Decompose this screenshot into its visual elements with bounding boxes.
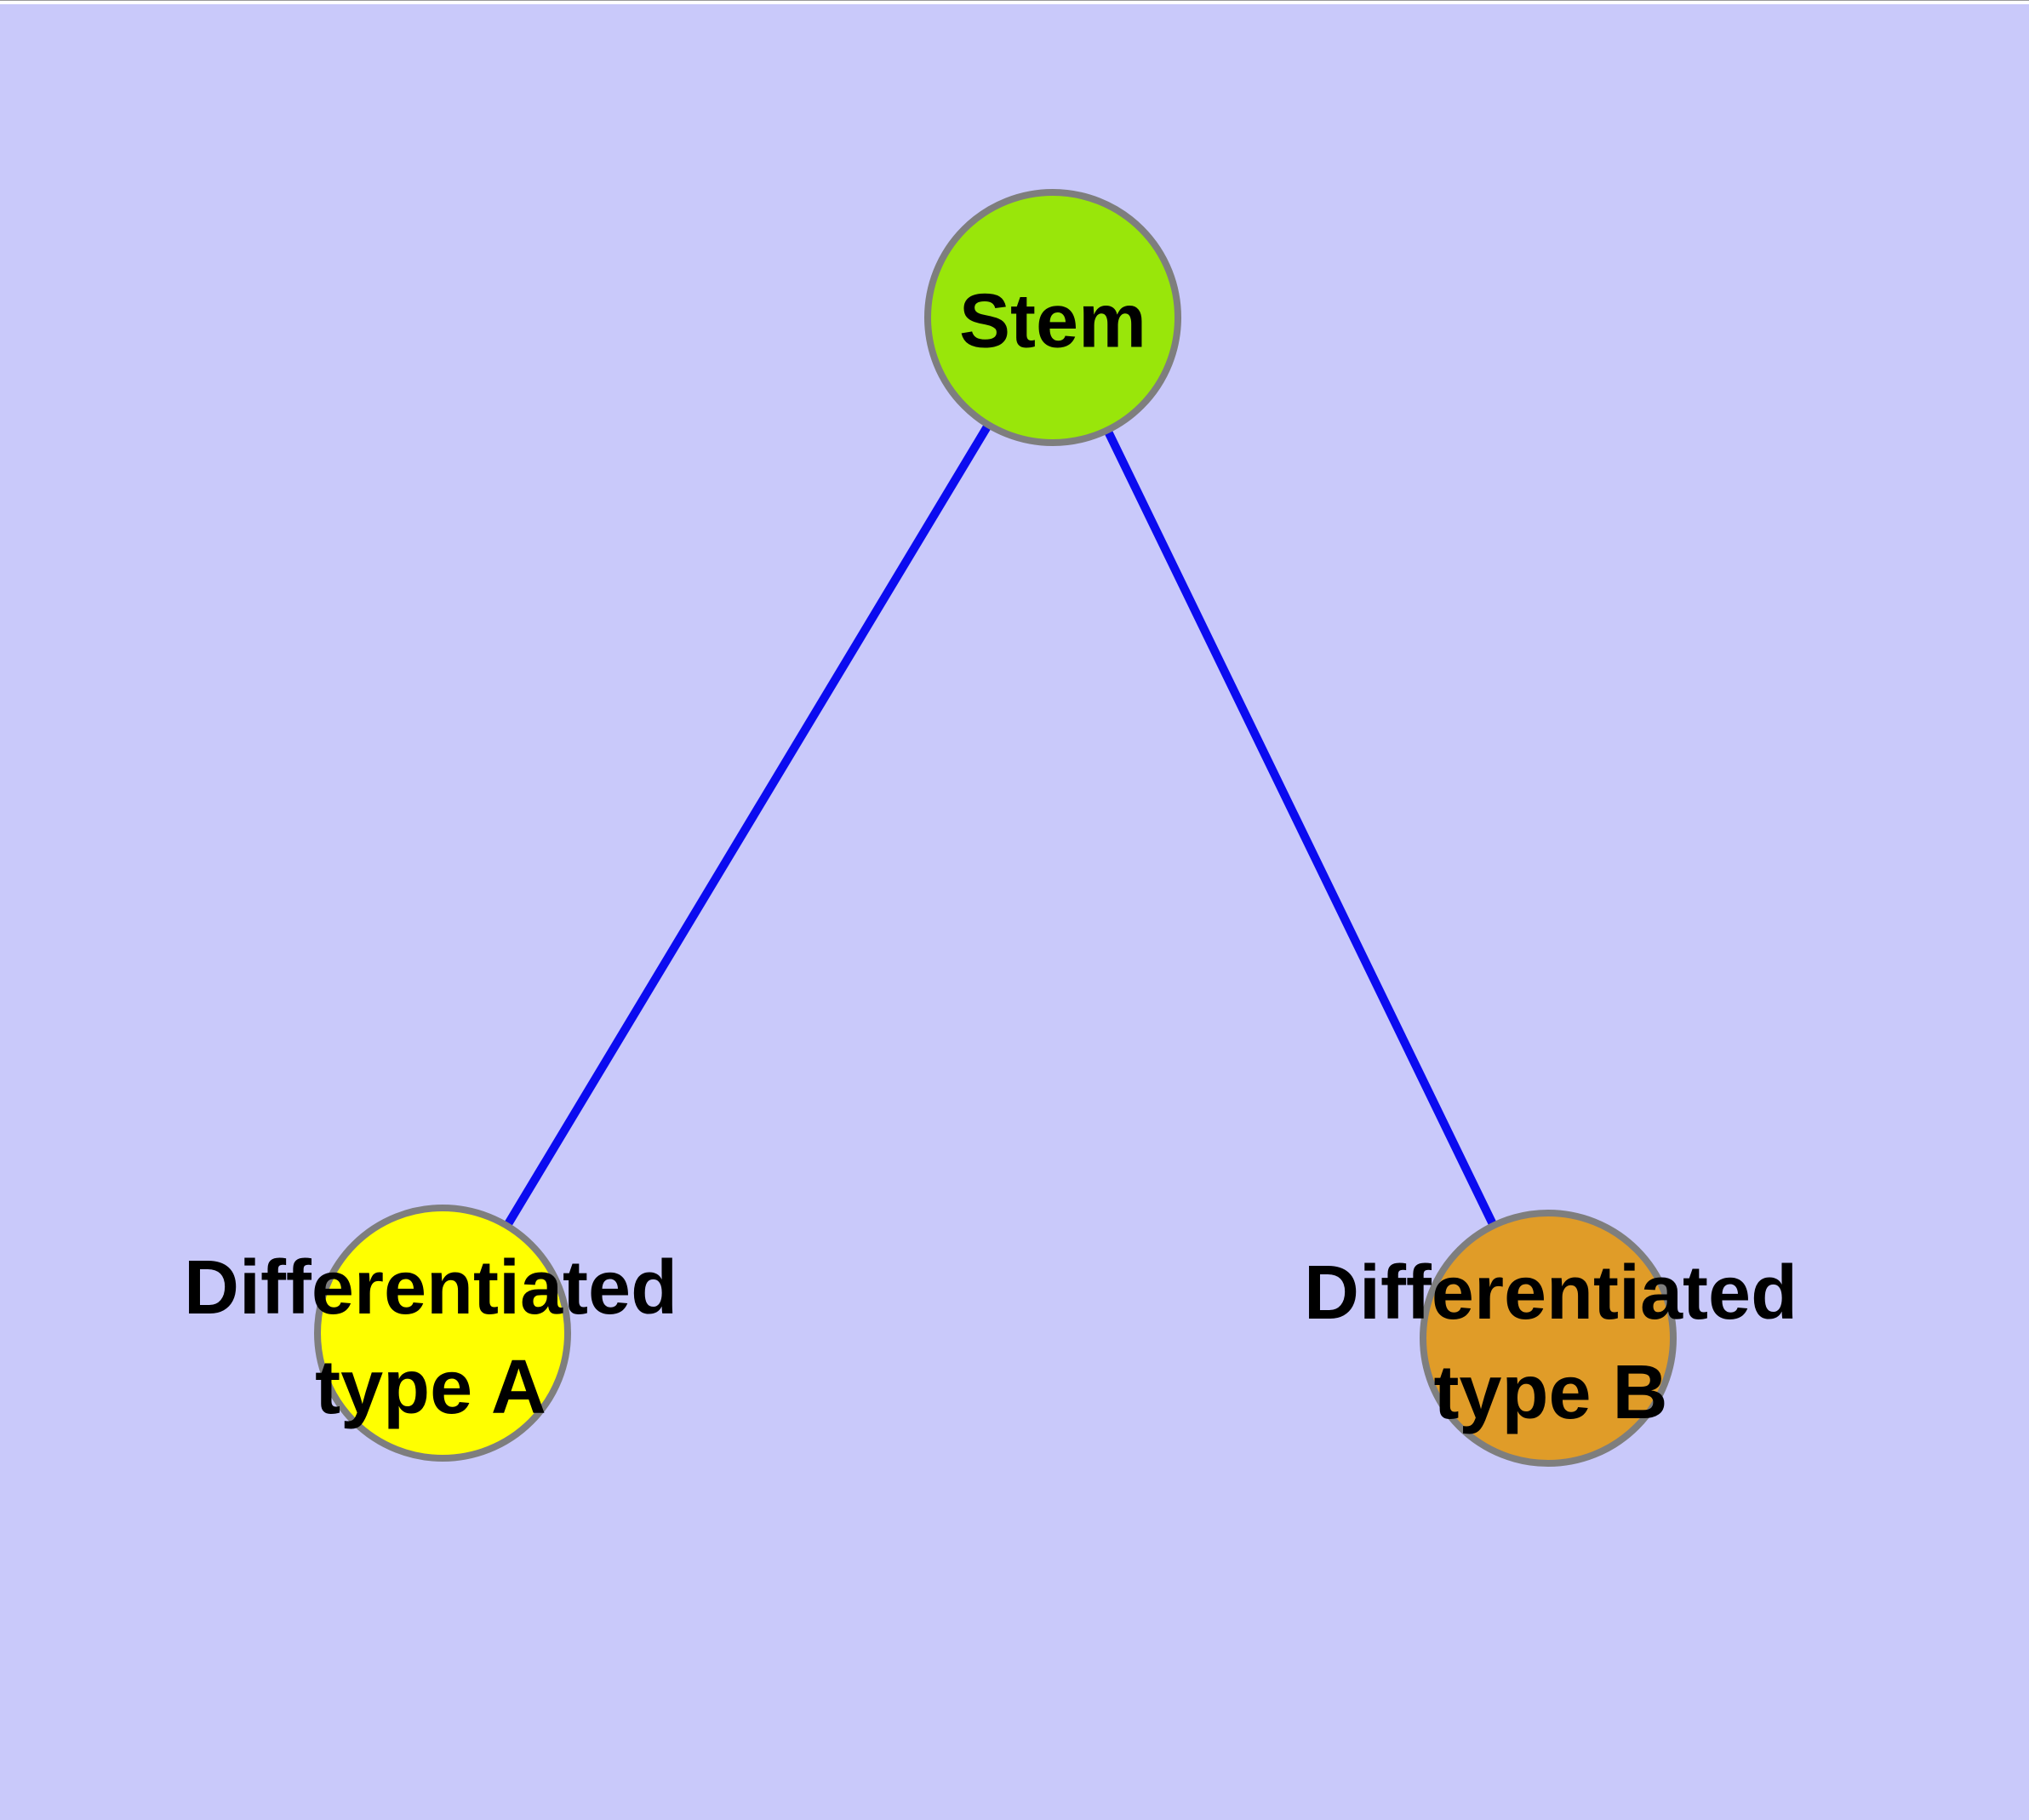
node-label-differentiated-type-a: Differentiated type A [184, 1239, 677, 1438]
node-label-differentiated-type-b: Differentiated type B [1304, 1244, 1798, 1443]
window-edge-strip [0, 0, 2029, 4]
node-label-line: Differentiated [183, 1245, 678, 1331]
edge-stem-to-differentiated-type-b [1049, 315, 1552, 1341]
node-label-line: type A [315, 1345, 546, 1430]
node-label-line: Differentiated [1303, 1251, 1798, 1336]
node-label-line: type B [1433, 1350, 1668, 1435]
node-label-line: Stem [958, 278, 1147, 364]
node-circle-differentiated-type-b [1420, 1210, 1677, 1467]
edge-stem-to-differentiated-type-a [438, 315, 1057, 1336]
node-circle-stem [924, 189, 1181, 446]
node-circle-differentiated-type-a [314, 1205, 571, 1462]
node-label-stem: Stem [959, 272, 1146, 372]
